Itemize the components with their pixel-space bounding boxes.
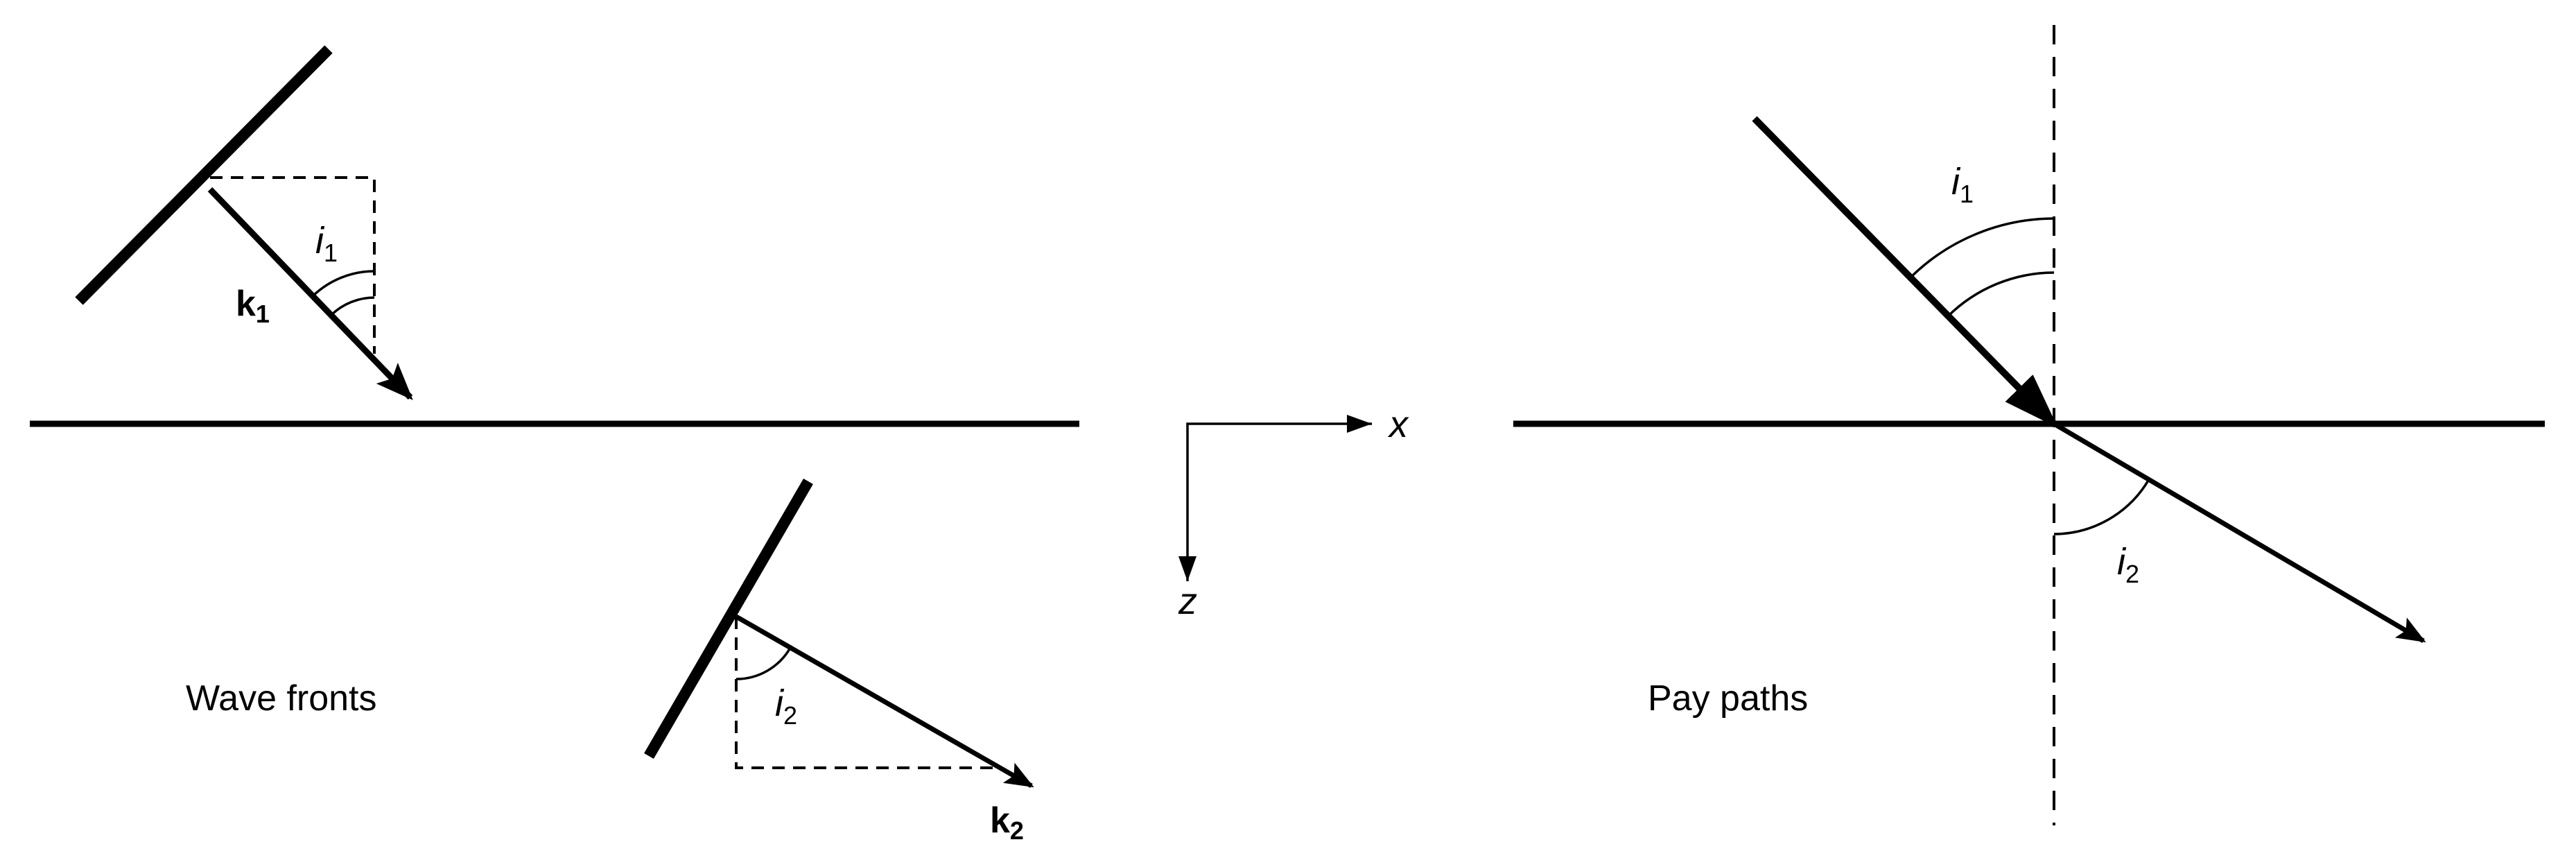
k1-vector-arrow [207, 187, 413, 400]
x-axis-label: x [1387, 404, 1409, 445]
wave-fronts-caption: Wave fronts [186, 678, 377, 719]
angle-arc-i1-outer [311, 270, 375, 298]
k1-label: k1 [236, 284, 270, 328]
angle-label-i1: i1 [315, 220, 338, 267]
refracted-ray-arrow [2053, 421, 2426, 644]
incident-wave-front [75, 45, 333, 305]
incident-dashed-guide [210, 176, 376, 354]
angle-arc-i2 [736, 647, 792, 680]
k2-vector-arrow [735, 614, 1034, 789]
z-axis-label: z [1178, 581, 1197, 622]
refracted-dashed-guide [735, 617, 1002, 769]
wave-fronts-panel: i1 k1 i2 k2 Wave fronts [30, 45, 1079, 845]
refracted-wave-front [644, 478, 813, 759]
angle-label-i2: i2 [775, 683, 797, 730]
angle-arc-i2 [2053, 479, 2150, 535]
k2-label: k2 [990, 800, 1024, 845]
z-arrowhead [1178, 556, 1196, 581]
angle-label-i1: i1 [1951, 161, 1974, 208]
angle-arc-i1-outer [1909, 217, 2055, 279]
x-axis-arrow [1186, 422, 1372, 581]
coordinate-axes: x z [1178, 404, 1409, 622]
incident-ray-arrow [1752, 116, 2058, 428]
x-arrowhead [1347, 415, 1372, 433]
angle-arc-i1-inner [1947, 271, 2055, 318]
angle-arc-i1-inner [330, 296, 375, 316]
ray-paths-caption: Pay paths [1648, 678, 1808, 719]
angle-label-i2: i2 [2117, 541, 2139, 588]
ray-paths-panel: i1 i2 Pay paths [1513, 25, 2545, 825]
